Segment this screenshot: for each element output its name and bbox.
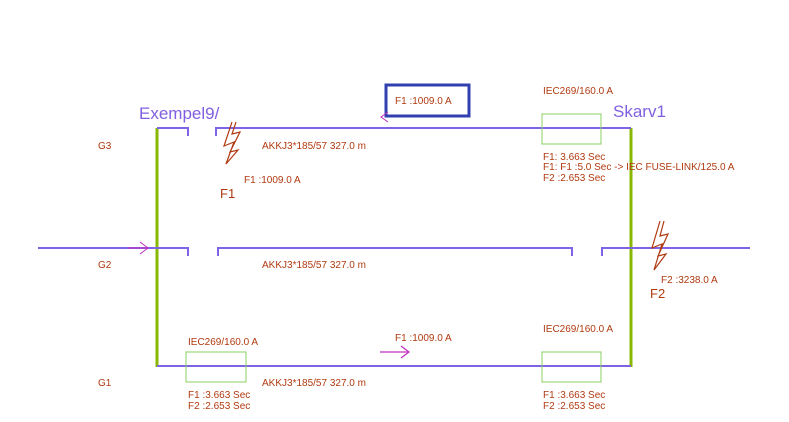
- fuse-top-right-rating: IEC269/160.0 A: [543, 86, 613, 97]
- cable-label-bottom: AKKJ3*185/57 327.0 m: [262, 378, 366, 389]
- flow-label-top: F1 :1009.0 A: [395, 96, 452, 107]
- bus-g2-left-stub[interactable]: [157, 247, 189, 256]
- fuse-top-right[interactable]: [541, 113, 602, 145]
- cable-label-top: AKKJ3*185/57 327.0 m: [262, 141, 366, 152]
- fault-f1-lightning-icon[interactable]: [223, 121, 242, 165]
- fuse-bottom-right-line-1: F1 :3.663 Sec: [543, 390, 605, 401]
- incoming-arrow-icon: [128, 241, 149, 255]
- fault-f2-current: F2 :3238.0 A: [661, 275, 718, 286]
- fault-f2-lightning-icon[interactable]: [651, 220, 670, 271]
- fuse-top-right-line-2: F1: F1 :5.0 Sec -> IEC FUSE-LINK/125.0 A: [543, 162, 735, 173]
- node-label-right: Skarv1: [613, 102, 666, 121]
- fuse-bottom-right-rating: IEC269/160.0 A: [543, 324, 613, 335]
- flow-arrow-bottom-icon: [380, 345, 410, 359]
- fuse-top-right-line-3: F2 :2.653 Sec: [543, 173, 605, 184]
- fuse-bottom-left-line-1: F1 :3.663 Sec: [188, 390, 250, 401]
- flow-highlight-box[interactable]: [384, 83, 471, 118]
- phase-label-g2: G2: [98, 260, 112, 271]
- bus-g3-cable[interactable]: [215, 127, 631, 136]
- cable-label-middle: AKKJ3*185/57 327.0 m: [262, 260, 366, 271]
- bus-g3-left-stub[interactable]: [157, 127, 189, 136]
- fuse-bottom-left-line-2: F2 :2.653 Sec: [188, 401, 250, 412]
- phase-label-g3: G3: [98, 141, 112, 152]
- bus-g2-cable[interactable]: [217, 247, 573, 256]
- node-label-left: Exempel9/: [139, 104, 220, 123]
- fuse-top-right-line-1: F1: 3.663 Sec: [543, 152, 605, 163]
- bus-g2-right[interactable]: [601, 247, 750, 256]
- phase-label-g1: G1: [98, 378, 112, 389]
- fuse-bottom-left-rating: IEC269/160.0 A: [188, 337, 258, 348]
- flow-arrow-top-icon: [380, 111, 389, 123]
- fuse-bottom-right-line-2: F2 :2.653 Sec: [543, 401, 605, 412]
- fault-f1-current: F1 :1009.0 A: [244, 175, 301, 186]
- flow-label-bottom: F1 :1009.0 A: [395, 333, 452, 344]
- fault-f2-label: F2: [650, 286, 665, 301]
- fault-f1-label: F1: [220, 186, 235, 201]
- fuse-bottom-right[interactable]: [541, 351, 602, 383]
- fuse-bottom-left[interactable]: [185, 351, 247, 383]
